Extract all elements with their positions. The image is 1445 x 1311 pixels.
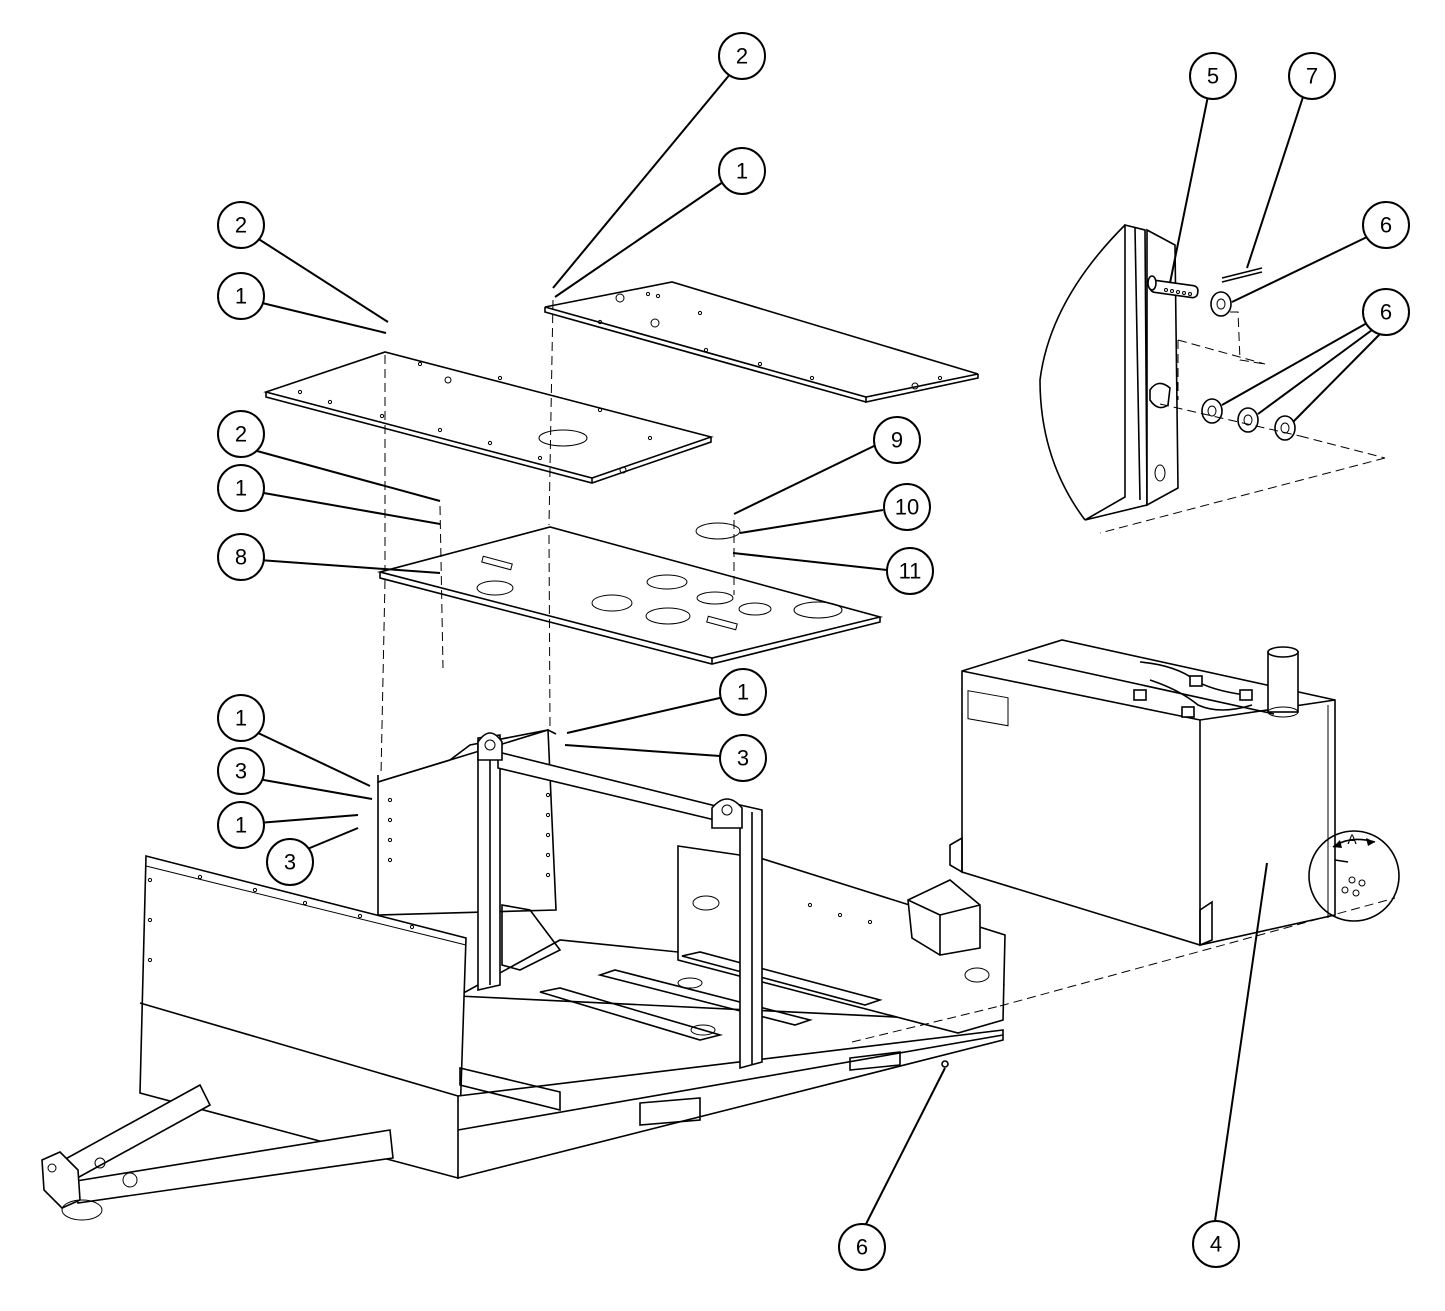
alignment-lines	[380, 299, 735, 776]
callout-c1-frame-left-b: 1	[217, 801, 265, 849]
callout-c6-detail-group: 6	[1362, 288, 1410, 336]
svg-text:2: 2	[736, 44, 748, 69]
svg-text:11: 11	[899, 559, 922, 584]
svg-text:3: 3	[235, 759, 247, 784]
callout-c2-left: 2	[217, 201, 265, 249]
detail-view	[1039, 223, 1386, 534]
callout-c10: 10	[883, 483, 931, 531]
svg-text:3: 3	[737, 746, 749, 771]
callout-c8: 8	[217, 533, 265, 581]
svg-text:5: 5	[1207, 64, 1219, 89]
svg-text:9: 9	[891, 428, 903, 453]
top-right-panel	[544, 281, 979, 403]
callout-c1-frame-right: 1	[719, 668, 767, 716]
callout-c9: 9	[873, 416, 921, 464]
callout-c1-mid: 1	[217, 464, 265, 512]
bottom-bolt	[941, 1060, 949, 1068]
svg-text:1: 1	[235, 813, 247, 838]
callout-c2-top: 2	[718, 32, 766, 80]
callout-c3-frame-left-a: 3	[217, 747, 265, 795]
detail-reference-circle: A	[1308, 830, 1400, 922]
tank-alignment-line-b	[851, 1005, 1001, 1043]
tank-alignment-line	[999, 897, 1396, 1007]
top-left-panel	[263, 351, 714, 484]
svg-text:2: 2	[235, 422, 247, 447]
frame-enclosure	[139, 728, 1006, 1180]
callout-c5: 5	[1189, 52, 1237, 100]
fuel-tank	[949, 639, 1336, 947]
svg-text:1: 1	[235, 476, 247, 501]
callout-c6-bottom: 6	[838, 1223, 886, 1271]
callout-c11: 11	[886, 547, 934, 595]
callout-bubbles: 2 1 2 1 2 1 8 9 10 11 1 3 1 3 1 3 5 7 6 …	[217, 32, 1410, 1271]
svg-text:4: 4	[1210, 1232, 1222, 1257]
callout-c3-frame-left-b: 3	[266, 838, 314, 886]
callout-c1-frame-left-a: 1	[217, 694, 265, 742]
gasket	[695, 522, 741, 540]
middle-panel	[376, 526, 884, 665]
callout-c6-detail-top: 6	[1362, 201, 1410, 249]
tow-bar	[41, 1083, 394, 1221]
svg-text:6: 6	[856, 1235, 868, 1260]
svg-text:6: 6	[1380, 213, 1392, 238]
svg-text:1: 1	[737, 680, 749, 705]
callout-c2-mid: 2	[217, 410, 265, 458]
svg-text:3: 3	[284, 850, 296, 875]
svg-text:8: 8	[235, 545, 247, 570]
callout-c4: 4	[1192, 1220, 1240, 1268]
callout-c7: 7	[1288, 52, 1336, 100]
svg-text:2: 2	[235, 213, 247, 238]
svg-text:1: 1	[235, 284, 247, 309]
callout-c3-frame-right: 3	[719, 734, 767, 782]
callout-c1-top: 1	[718, 147, 766, 195]
callout-c1-left: 1	[217, 272, 265, 320]
svg-text:6: 6	[1380, 300, 1392, 325]
svg-text:1: 1	[235, 706, 247, 731]
svg-text:10: 10	[895, 495, 919, 520]
svg-text:1: 1	[736, 159, 748, 184]
svg-text:7: 7	[1306, 64, 1318, 89]
leader-lines	[255, 72, 1381, 1225]
